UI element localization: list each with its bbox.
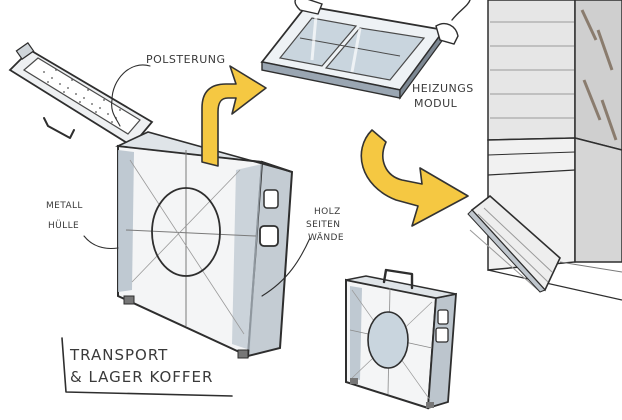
wall-cabinet (467, 0, 622, 301)
leader-lines (83, 64, 311, 297)
label-huelle: HÜLLE (48, 220, 79, 231)
title-line-2: & LAGER KOFFER (70, 368, 213, 386)
open-case (8, 42, 294, 359)
label-seiten: SEITEN (306, 220, 340, 230)
arrow-curve-right (360, 129, 469, 227)
title-box: TRANSPORT & LAGER KOFFER (61, 337, 233, 397)
label-heizungs: HEIZUNGS (412, 82, 474, 95)
arrow-up (201, 65, 267, 167)
label-waende: WÄNDE (308, 232, 344, 243)
label-holz: HOLZ (314, 207, 341, 217)
title-line-1: TRANSPORT (69, 346, 168, 364)
closed-case (345, 268, 457, 410)
heating-module-tray (260, 0, 471, 100)
label-metall: METALL (46, 201, 83, 211)
label-polsterung: POLSTERUNG (146, 53, 226, 66)
label-modul: MODUL (414, 97, 458, 110)
